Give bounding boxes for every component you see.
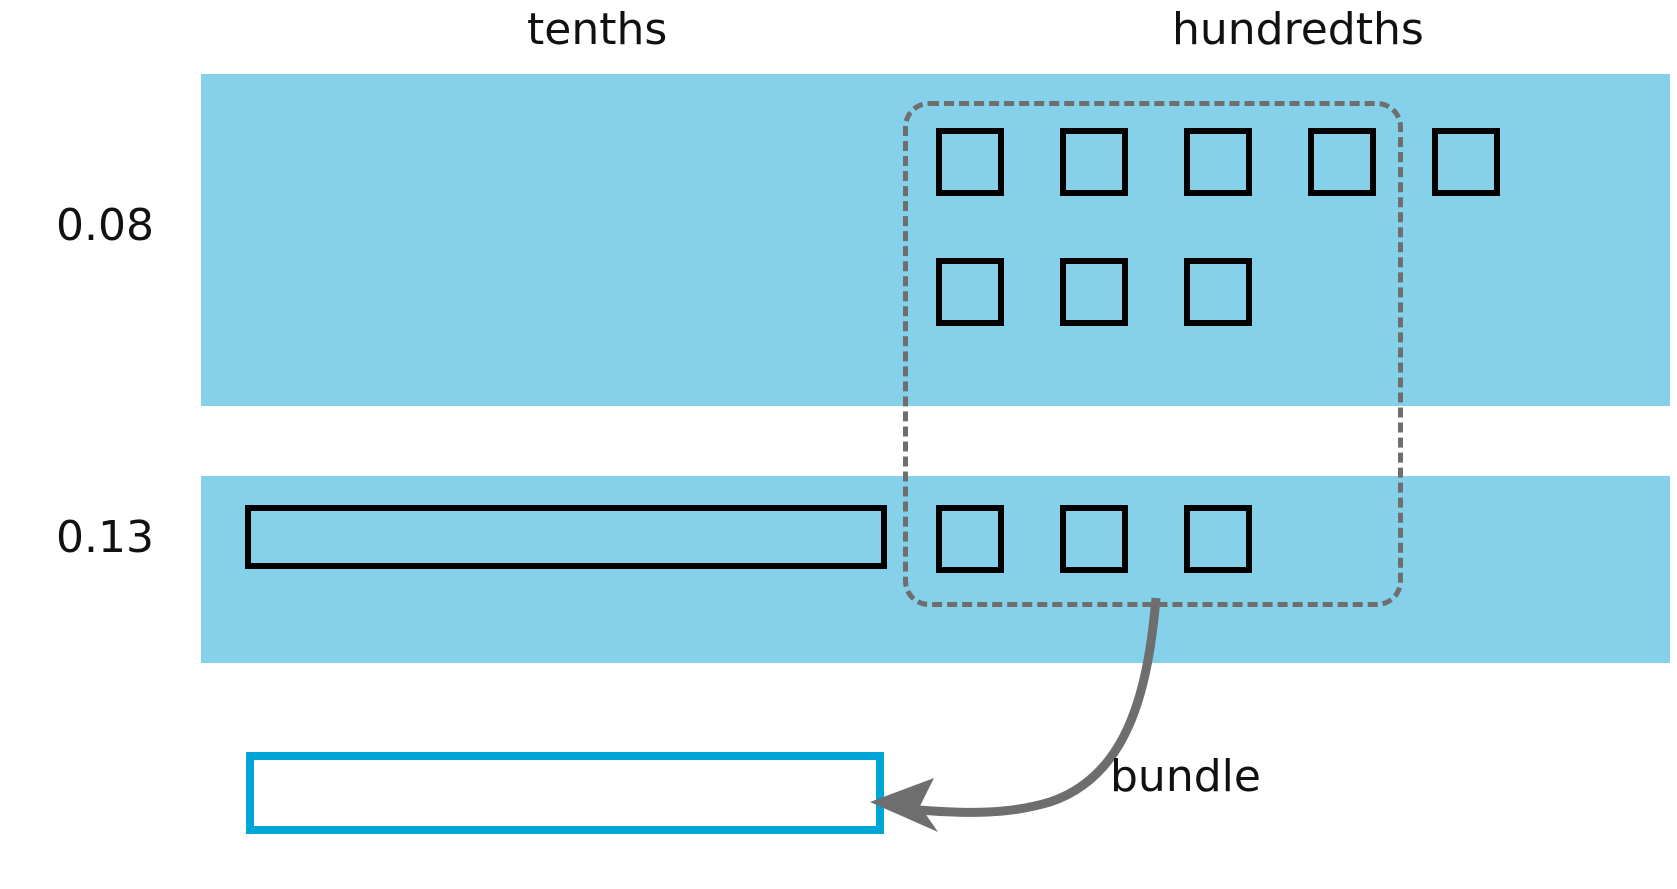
bundle-caption-label: bundle: [1110, 751, 1261, 802]
tenths-strip-row-1: [245, 505, 887, 569]
hundredth-square: [1060, 128, 1128, 196]
hundredth-square: [936, 128, 1004, 196]
hundredth-square: [1060, 505, 1128, 573]
hundredth-square: [936, 505, 1004, 573]
hundredth-square: [1308, 128, 1376, 196]
bundled-tenth-strip: [246, 752, 884, 834]
column-header-hundredths: hundredths: [1172, 4, 1424, 55]
hundredth-square: [1184, 258, 1252, 326]
bundle-arrow-icon: [870, 597, 1161, 832]
hundredth-square: [936, 258, 1004, 326]
hundredth-square: [1060, 258, 1128, 326]
hundredth-square: [1184, 128, 1252, 196]
column-header-tenths: tenths: [527, 4, 668, 55]
value-band-row-0: [201, 74, 1670, 406]
hundredth-square: [1184, 505, 1252, 573]
row-value-label-1: 0.13: [56, 512, 154, 563]
hundredth-square: [1432, 128, 1500, 196]
row-value-label-0: 0.08: [56, 200, 154, 251]
